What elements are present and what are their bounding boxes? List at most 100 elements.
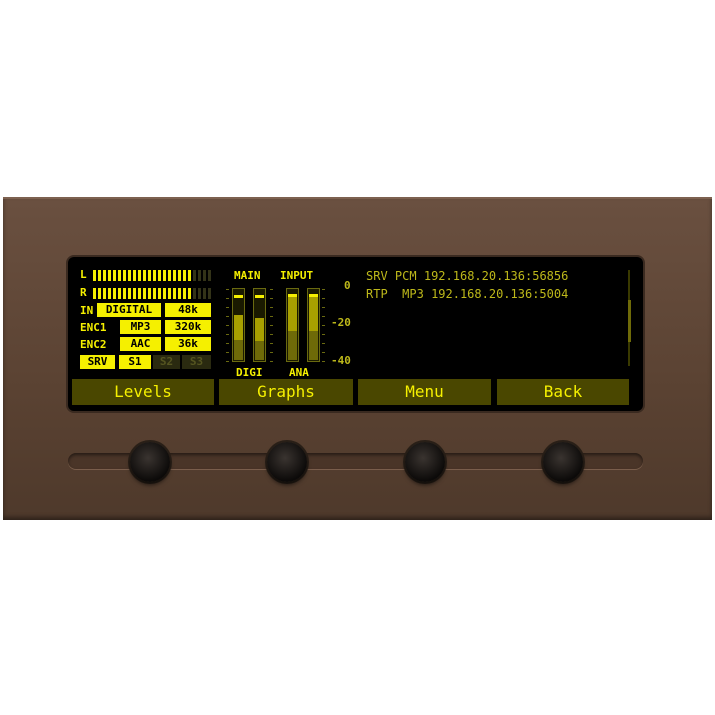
meter-fill (255, 317, 264, 360)
scale-tick (226, 343, 229, 344)
srv-label: SRV (80, 355, 115, 369)
stream-row-srv: SRV PCM 192.168.20.136:56856 (366, 269, 568, 283)
meter-low-fill (309, 330, 318, 360)
level-segment (133, 288, 136, 299)
scale-0: 0 (344, 279, 351, 292)
scale-tick (322, 361, 325, 362)
digi-right-meter (253, 288, 266, 362)
level-segment (188, 270, 191, 281)
hardware-button-2[interactable] (267, 442, 307, 482)
scale-tick (226, 298, 229, 299)
scale-tick (226, 334, 229, 335)
level-segment (113, 270, 116, 281)
meter-peak (288, 294, 297, 297)
level-segment (203, 288, 206, 299)
scale-tick (270, 316, 273, 317)
scale-minus-20: -20 (331, 316, 351, 329)
level-segment (198, 288, 201, 299)
left-channel-label: L (80, 268, 87, 281)
enc1-label: ENC1 (80, 321, 107, 334)
level-segment (108, 270, 111, 281)
level-segment (123, 288, 126, 299)
scale-tick (270, 289, 273, 290)
level-segment (188, 288, 191, 299)
stream-codec: PCM (394, 269, 417, 283)
scale-minus-40: -40 (331, 354, 351, 367)
level-segment (168, 288, 171, 299)
meter-low-fill (255, 341, 264, 360)
scrollbar[interactable] (628, 270, 631, 366)
enc1-codec: MP3 (120, 320, 161, 334)
level-segment (118, 270, 121, 281)
scrollbar-thumb[interactable] (628, 300, 631, 342)
level-segment (93, 270, 96, 281)
scale-tick (322, 316, 325, 317)
scale-tick (270, 352, 273, 353)
right-channel-label: R (80, 286, 87, 299)
level-segment (203, 270, 206, 281)
input-type: DIGITAL (97, 303, 161, 317)
hardware-button-4[interactable] (543, 442, 583, 482)
scale-tick (226, 352, 229, 353)
digi-label: DIGI (236, 366, 263, 379)
digi-left-meter (232, 288, 245, 362)
scale-tick (226, 361, 229, 362)
scale-tick (270, 298, 273, 299)
meter-peak (255, 295, 264, 298)
scale-tick (226, 307, 229, 308)
ana-label: ANA (289, 366, 309, 379)
scale-tick (322, 307, 325, 308)
level-segment (103, 270, 106, 281)
softkey-menu[interactable]: Menu (358, 379, 491, 405)
scale-tick (322, 325, 325, 326)
level-segment (148, 288, 151, 299)
level-segment (173, 270, 176, 281)
stream-type: RTP (366, 287, 388, 301)
level-segment (133, 270, 136, 281)
scale-tick (226, 316, 229, 317)
stream-codec: MP3 (402, 287, 424, 301)
ana-left-meter (286, 288, 299, 362)
level-segment (128, 288, 131, 299)
level-segment (153, 288, 156, 299)
level-segment (163, 288, 166, 299)
scale-tick (226, 325, 229, 326)
enc1-bitrate: 320k (165, 320, 211, 334)
level-segment (178, 270, 181, 281)
server-s3: S3 (182, 355, 211, 369)
stream-address: 192.168.20.136:56856 (423, 269, 569, 283)
stream-type: SRV (366, 269, 388, 283)
softkey-graphs[interactable]: Graphs (219, 379, 353, 405)
level-segment (158, 270, 161, 281)
meter-fill (234, 315, 243, 360)
level-segment (148, 270, 151, 281)
level-segment (143, 270, 146, 281)
level-segment (98, 270, 101, 281)
level-segment (138, 288, 141, 299)
hardware-button-3[interactable] (405, 442, 445, 482)
softkey-back[interactable]: Back (497, 379, 629, 405)
level-segment (108, 288, 111, 299)
meter-peak (234, 295, 243, 298)
level-segment (208, 270, 211, 281)
level-segment (168, 270, 171, 281)
scale-tick (270, 361, 273, 362)
scale-tick (322, 334, 325, 335)
input-rate: 48k (165, 303, 211, 317)
level-segment (113, 288, 116, 299)
server-s1: S1 (119, 355, 151, 369)
scale-tick (226, 289, 229, 290)
button-rail (68, 453, 643, 469)
hardware-button-1[interactable] (130, 442, 170, 482)
scale-tick (322, 343, 325, 344)
meter-low-fill (234, 339, 243, 360)
scale-tick (270, 334, 273, 335)
meter-fill (288, 294, 297, 360)
level-segment (103, 288, 106, 299)
level-segment (163, 270, 166, 281)
level-segment (193, 270, 196, 281)
ana-right-meter (307, 288, 320, 362)
softkey-levels[interactable]: Levels (72, 379, 214, 405)
in-label: IN (80, 304, 94, 317)
level-segment (118, 288, 121, 299)
